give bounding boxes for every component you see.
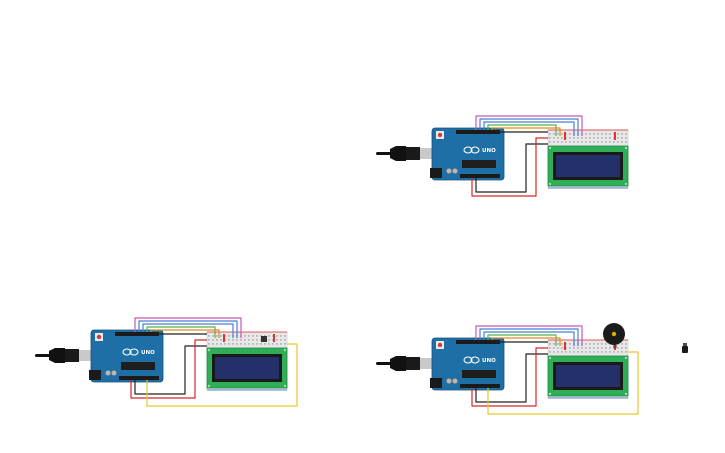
circuit-bottom-left[interactable]: UNO [35, 317, 298, 407]
wire-yellow [487, 351, 639, 415]
wire-black [134, 345, 207, 395]
lcd-display[interactable] [547, 355, 629, 397]
lcd-display[interactable] [547, 145, 629, 187]
header-top [456, 340, 500, 344]
wire-blue-2 [142, 323, 234, 338]
wire-orange [491, 127, 561, 136]
wire-red [471, 137, 548, 197]
wire-orange [491, 337, 561, 346]
wire-black [475, 143, 548, 193]
header-bottom [119, 376, 159, 380]
power-jack [430, 168, 442, 178]
arduino-logo-icon [463, 356, 480, 364]
header-top [115, 332, 159, 336]
wire-blue [479, 118, 579, 136]
wires [130, 317, 298, 407]
wire-yellow [146, 343, 298, 407]
board-label: UNO [482, 358, 496, 364]
atmega-chip [121, 362, 155, 370]
arduino-board[interactable]: UNO [430, 337, 505, 391]
atmega-chip [462, 370, 496, 378]
board-label: UNO [482, 148, 496, 154]
header-top [456, 130, 500, 134]
wire-black-top [495, 340, 548, 343]
circuit-bottom-right[interactable]: UNO [376, 323, 639, 415]
arduino-logo-icon [122, 348, 139, 356]
component-icon[interactable] [682, 343, 688, 353]
usb-cable-icon [376, 146, 434, 161]
circuit-top[interactable]: UNO [376, 115, 629, 197]
wire-red [130, 339, 207, 399]
wire-pink [475, 325, 583, 346]
wire-green [487, 124, 557, 136]
wire-orange [150, 329, 220, 338]
wire-black [475, 353, 548, 403]
arduino-logo-icon [463, 146, 480, 154]
lcd-screen [556, 365, 620, 387]
wires [471, 325, 639, 415]
usb-cable-icon [376, 356, 434, 371]
header-bottom [460, 174, 500, 178]
wires [471, 115, 583, 197]
arduino-board[interactable]: UNO [430, 127, 505, 181]
lcd-display[interactable] [206, 347, 288, 389]
lcd-screen [215, 357, 279, 379]
buzzer-icon[interactable] [603, 323, 625, 348]
wire-green [146, 326, 216, 338]
wire-blue-2 [483, 121, 575, 136]
potentiometer-icon[interactable] [261, 336, 267, 342]
board-label: UNO [141, 350, 155, 356]
wire-black-top [495, 130, 548, 133]
wire-pink [475, 115, 583, 136]
atmega-chip [462, 160, 496, 168]
wire-green [487, 334, 557, 346]
wire-pink [134, 317, 242, 338]
wire-blue [138, 320, 238, 338]
power-jack [430, 378, 442, 388]
usb-cable-icon [35, 348, 93, 363]
wire-blue [479, 328, 579, 346]
power-jack [89, 370, 101, 380]
lcd-screen [556, 155, 620, 177]
wire-black-top [154, 332, 207, 335]
arduino-board[interactable]: UNO [89, 329, 164, 383]
header-bottom [460, 384, 500, 388]
wire-blue-2 [483, 331, 575, 346]
wire-red [471, 347, 548, 407]
